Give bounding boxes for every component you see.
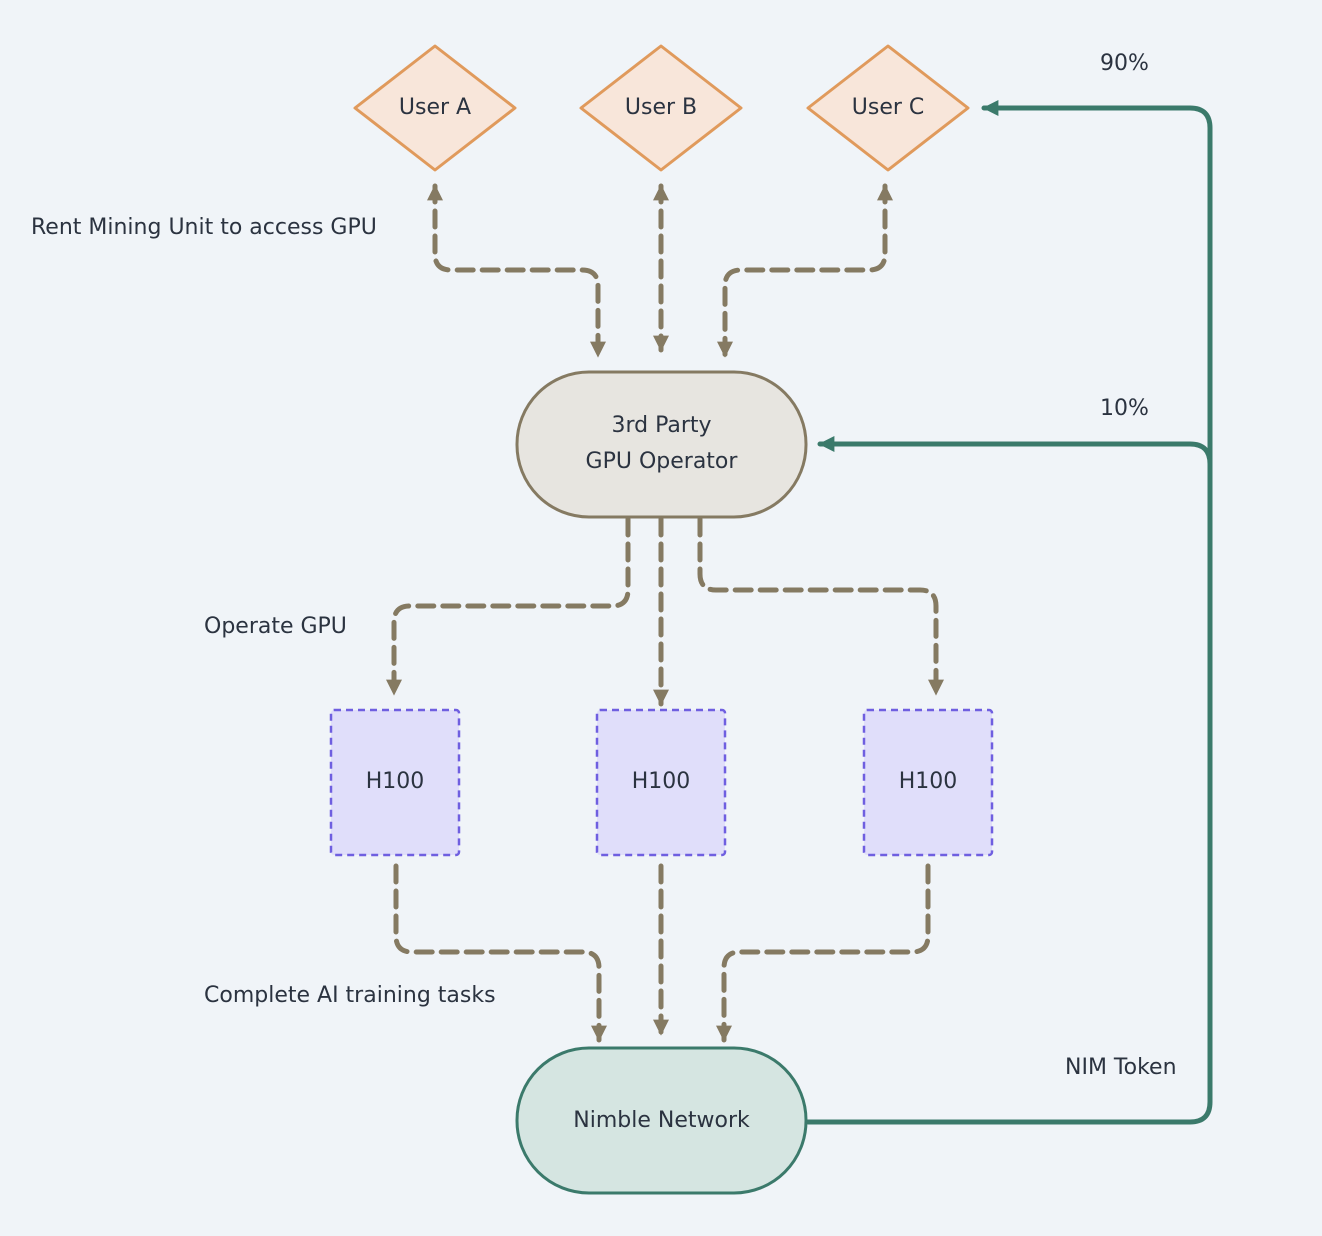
link-user-c-operator [716,183,894,359]
gpu-1-label: H100 [365,769,425,794]
user-c-node[interactable] [806,44,970,172]
network-label: Nimble Network [573,1108,750,1133]
user-b-label: User B [624,95,698,120]
share-users-label: 90% [1100,51,1149,76]
gpu-3-label: H100 [898,769,958,794]
link-token-operator [817,435,1213,467]
gpu-node-3[interactable] [862,708,994,857]
link-user-a-operator [426,183,607,359]
gpu-node-2[interactable] [595,708,727,857]
link-operator-gpu-1 [385,516,631,697]
gpu-2-label: H100 [631,769,691,794]
user-b-node[interactable] [579,44,743,172]
gpu-node-1[interactable] [329,708,461,857]
share-operator-label: 10% [1100,396,1149,421]
rent-label: Rent Mining Unit to access GPU [31,215,377,240]
operate-label: Operate GPU [204,614,347,639]
user-a-label: User A [398,95,472,120]
link-gpu-1-network [393,863,608,1043]
token-label: NIM Token [1065,1055,1177,1080]
link-gpu-3-network [715,863,931,1043]
user-a-node[interactable] [353,44,517,172]
user-c-label: User C [851,95,925,120]
link-operator-gpu-3 [697,516,945,697]
operator-label-line-2: GPU Operator [585,449,738,474]
complete-label: Complete AI training tasks [204,983,496,1008]
link-network-token [805,99,1213,1125]
operator-label-line-1: 3rd Party [611,413,712,438]
